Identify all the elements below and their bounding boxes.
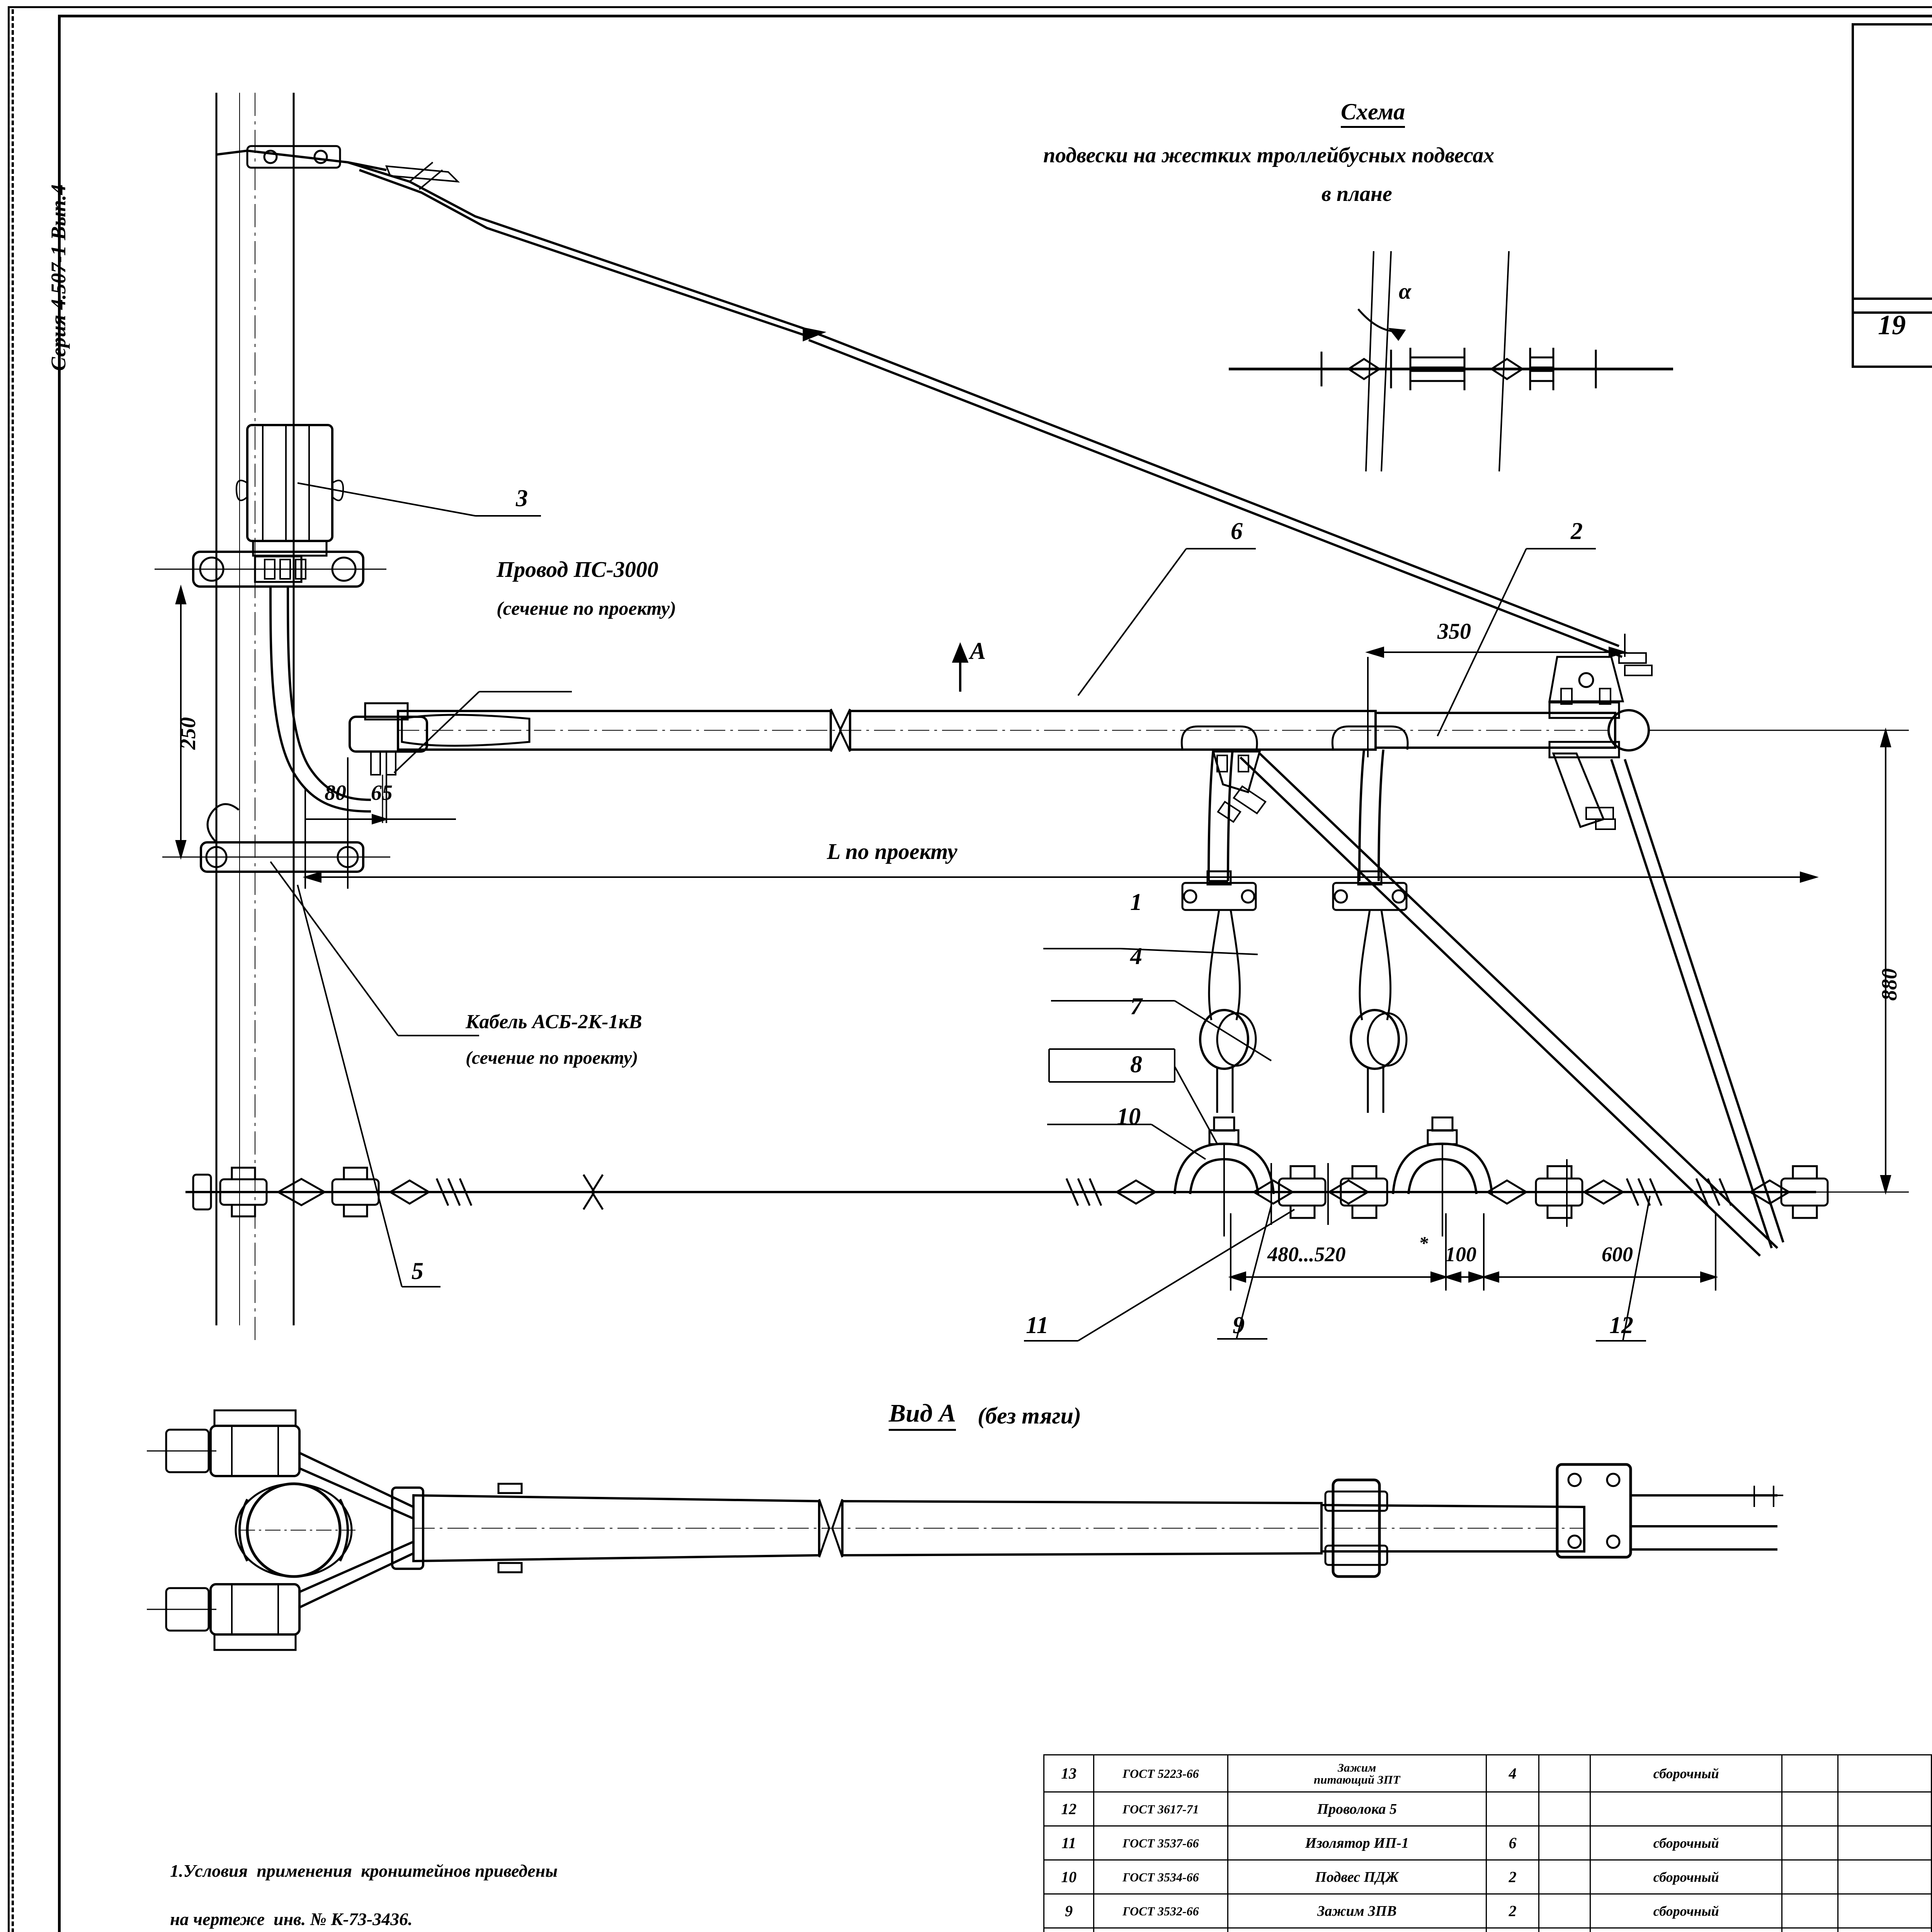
dimension-L-po-proektu: L по проекту (827, 839, 957, 864)
note-line-0: 1.Условия применения кронштейнов приведе… (170, 1861, 558, 1881)
callout-2: 2 (1571, 518, 1583, 544)
spec-cell-designation: ГОСТ 3617-71 (1093, 1791, 1228, 1827)
callout-12: 12 (1609, 1312, 1633, 1338)
callout-3: 3 (516, 485, 528, 512)
dimension-250: 250 (176, 717, 200, 750)
spec-cell-sheet (1781, 1859, 1838, 1895)
binding-dashed-line (12, 9, 14, 1932)
callout-10: 10 (1117, 1104, 1141, 1130)
spec-cell-sheet (1781, 1927, 1838, 1932)
dimension-65: 65 (371, 781, 393, 805)
spec-cell-note (1837, 1791, 1932, 1827)
plan-scheme-title: Схема (1341, 99, 1405, 128)
spec-cell-designation: ГОСТ 3534-66 (1093, 1859, 1228, 1895)
plan-scheme-subtitle-2: в плане (1321, 182, 1392, 206)
spec-cell-mass (1538, 1754, 1591, 1793)
spec-cell-note (1837, 1825, 1932, 1861)
dimension-480-520: 480...520 (1267, 1243, 1346, 1266)
spec-cell-designation: ГОСТ 3532-66 (1093, 1893, 1228, 1929)
page-number: 19 (1878, 310, 1906, 340)
view-a-title: Вид А (889, 1399, 956, 1431)
callout-9: 9 (1233, 1312, 1245, 1338)
spec-cell-material: сборочный (1589, 1859, 1783, 1895)
callout-8: 8 (1130, 1051, 1142, 1078)
spec-cell-name: Изолятор ИП-1 (1227, 1825, 1487, 1861)
wire-label-line2: (сечение по проекту) (497, 597, 676, 619)
dimension-350: 350 (1437, 619, 1471, 644)
dimension-880: 880 (1878, 968, 1901, 1001)
spec-cell-material: сборочный (1589, 1893, 1783, 1929)
spec-cell-mass (1538, 1893, 1591, 1929)
spec-cell-material: сборочный (1589, 1825, 1783, 1861)
spec-cell-sheet (1781, 1893, 1838, 1929)
spec-cell-note (1837, 1927, 1932, 1932)
spec-cell-note (1837, 1893, 1932, 1929)
spec-cell-material: Ст 3 (1589, 1927, 1783, 1932)
spec-cell-mass (1538, 1791, 1591, 1827)
spec-cell-mass (1538, 1927, 1591, 1932)
spec-cell-note (1837, 1754, 1932, 1793)
spec-cell-pos: 8 (1043, 1927, 1095, 1932)
spec-cell-material (1589, 1791, 1783, 1827)
wire-label-line1: Провод ПС-3000 (497, 557, 658, 582)
spec-cell-material: сборочный (1589, 1754, 1783, 1793)
callout-4: 4 (1130, 943, 1142, 969)
spec-cell-name: Подвес ПДЖ (1227, 1859, 1487, 1895)
callout-1: 1 (1130, 889, 1142, 915)
spec-cell-qty: 2 (1486, 1859, 1540, 1895)
spec-cell-qty: 6 (1486, 1825, 1540, 1861)
spec-cell-sheet (1781, 1754, 1838, 1793)
spec-cell-qty: 2 (1486, 1893, 1540, 1929)
spec-cell-name: Проволока 5 (1227, 1791, 1487, 1827)
spec-cell-qty: 2 (1486, 1927, 1540, 1932)
spec-cell-pos: 12 (1043, 1791, 1095, 1827)
cable-label-line1: Кабель АСБ-2К-1кВ (466, 1011, 642, 1033)
spec-row: 8ГОСТ 11371-68Шайба 16.36.012 Ст 3 (1043, 1927, 1932, 1932)
spec-cell-qty: 4 (1486, 1754, 1540, 1793)
callout-11: 11 (1026, 1312, 1049, 1338)
note-line-1: на чертеже инв. № К-73-3436. (170, 1909, 413, 1929)
spec-cell-mass (1538, 1825, 1591, 1861)
spec-cell-designation: ГОСТ 11371-68 (1093, 1927, 1228, 1932)
spec-cell-pos: 11 (1043, 1825, 1095, 1861)
dimension-100: 100 (1445, 1243, 1476, 1266)
spec-cell-note (1837, 1859, 1932, 1895)
callout-6: 6 (1231, 518, 1243, 544)
spec-cell-name: Шайба 16.36.01 (1227, 1927, 1487, 1932)
sheet-outer-frame (8, 6, 1932, 1932)
spec-cell-designation: ГОСТ 5223-66 (1093, 1754, 1228, 1793)
dimension-600: 600 (1602, 1243, 1633, 1266)
spec-cell-pos: 13 (1043, 1754, 1095, 1793)
spec-cell-mass (1538, 1859, 1591, 1895)
sheet-inner-frame (58, 15, 1932, 1932)
plan-scheme-angle-symbol: α (1399, 279, 1412, 304)
spec-cell-pos: 10 (1043, 1859, 1095, 1895)
spec-cell-pos: 9 (1043, 1893, 1095, 1929)
page-number-box (1852, 23, 1932, 314)
spec-cell-qty (1486, 1791, 1540, 1827)
cable-label-line2: (сечение по проекту) (466, 1048, 638, 1068)
dimension-80: 80 (325, 781, 346, 805)
callout-5: 5 (412, 1258, 423, 1284)
spec-cell-sheet (1781, 1825, 1838, 1861)
callout-7: 7 (1130, 993, 1142, 1020)
plan-scheme-subtitle-1: подвески на жестких троллейбусных подвес… (1043, 143, 1495, 167)
spec-cell-designation: ГОСТ 3537-66 (1093, 1825, 1228, 1861)
page-number-cell (1852, 298, 1932, 368)
dimension-asterisk: * (1419, 1233, 1428, 1253)
view-a-suffix: (без тяги) (978, 1403, 1081, 1429)
section-arrow-label: А (970, 638, 986, 664)
spec-cell-name: Зажим ЗПВ (1227, 1893, 1487, 1929)
spec-cell-sheet (1781, 1791, 1838, 1827)
